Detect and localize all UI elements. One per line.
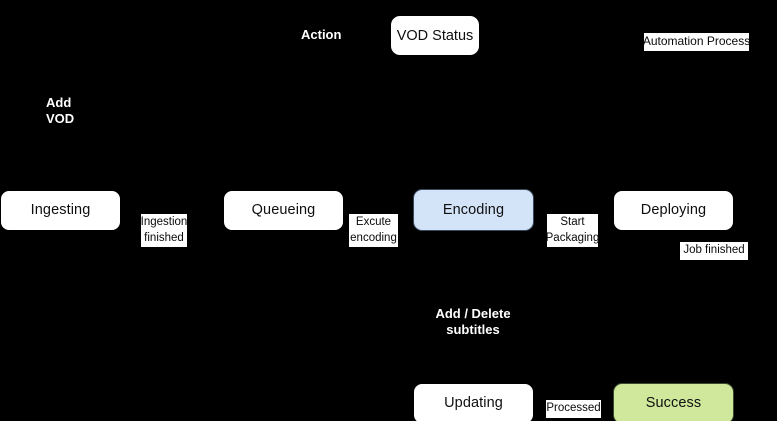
transition-excute-encoding-line-1: Excute (355, 216, 392, 229)
add-vod-action-label: Add VOD (46, 95, 74, 127)
add-vod-line-2: VOD (46, 110, 75, 126)
transition-job-finished-line-1: Job finished (683, 244, 745, 257)
vod-status-pill[interactable]: VOD Status (390, 15, 480, 56)
transition-label-ingestion-finished: Ingestion finished (141, 214, 187, 247)
transition-start-packaging-line-2: Packaging (545, 231, 600, 244)
state-box-queueing[interactable]: Queueing (223, 190, 344, 231)
transition-label-processed: Processed (546, 400, 601, 418)
transition-label-start-packaging: Start Packaging (545, 214, 600, 247)
add-vod-line-1: Add (46, 95, 72, 110)
transition-processed-line-1: Processed (546, 402, 601, 415)
transition-label-excute-encoding: Excute encoding (349, 214, 398, 247)
automation-process-tag: Automation Process (642, 33, 751, 51)
state-box-updating[interactable]: Updating (413, 383, 534, 421)
transition-start-packaging-line-1: Start (560, 216, 585, 229)
action-column-header: Action (301, 27, 342, 42)
transition-label-job-finished: Job finished (680, 242, 748, 260)
add-delete-subtitles-line-1: Add / Delete (435, 306, 511, 321)
state-box-success[interactable]: Success (613, 383, 734, 421)
automation-process-tag-text: Automation Process (642, 34, 751, 49)
transition-ingestion-finished-line-1: Ingestion (140, 216, 188, 229)
transition-ingestion-finished-line-2: finished (144, 231, 184, 244)
add-delete-subtitles-action-label: Add / Delete subtitles (433, 306, 513, 338)
state-box-ingesting[interactable]: Ingesting (0, 190, 121, 231)
state-box-encoding[interactable]: Encoding (413, 189, 534, 231)
transition-excute-encoding-line-2: encoding (350, 231, 397, 244)
add-delete-subtitles-line-2: subtitles (446, 321, 500, 337)
state-box-deploying[interactable]: Deploying (613, 190, 734, 231)
